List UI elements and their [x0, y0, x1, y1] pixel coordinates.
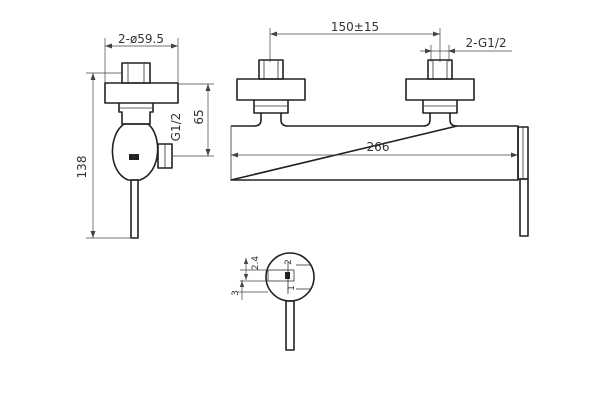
detail-label-c: 3 — [231, 290, 241, 296]
detail-slot — [285, 272, 290, 279]
front-right-inlet — [405, 59, 475, 127]
side-height-label: 138 — [75, 156, 89, 179]
front-handle-lever — [519, 178, 529, 237]
side-valve-body — [111, 123, 159, 181]
front-spacing-label: 150±15 — [331, 20, 379, 34]
side-flange — [104, 82, 179, 104]
side-height-dimension: 138 — [75, 72, 131, 239]
front-spacing-dimension: 150±15 — [269, 20, 441, 62]
front-left-inlet — [236, 59, 306, 127]
side-thread-label: G1/2 — [169, 113, 183, 142]
side-connector — [118, 103, 154, 125]
detail-handle-lever — [285, 300, 295, 351]
detail-label-b: 2.4 — [251, 256, 261, 271]
detail-label-a: 2 — [284, 259, 294, 265]
front-view: 150±15 2-G1/2 — [230, 20, 529, 237]
side-diameter-dimension: 2-ø59.5 — [104, 32, 179, 84]
side-diameter-label: 2-ø59.5 — [118, 32, 164, 46]
front-length-label: 266 — [367, 140, 390, 154]
side-upper-dimension: 65 — [172, 83, 214, 157]
front-body — [230, 125, 519, 181]
detail-left-dimensions: 2.4 3 — [231, 256, 268, 300]
side-view: 2-ø59.5 G1/2 138 — [75, 32, 214, 239]
detail-label-d: 1 — [287, 285, 297, 291]
front-thread-label: 2-G1/2 — [465, 36, 506, 50]
side-upper-label: 65 — [192, 109, 206, 124]
front-length-dimension: 266 — [231, 140, 518, 158]
side-inlet-nut — [121, 62, 151, 84]
handle-detail-view: 2 1 2.4 3 — [231, 252, 315, 351]
front-thread-dimension: 2-G1/2 — [420, 36, 512, 62]
side-handle-lever — [130, 179, 139, 239]
